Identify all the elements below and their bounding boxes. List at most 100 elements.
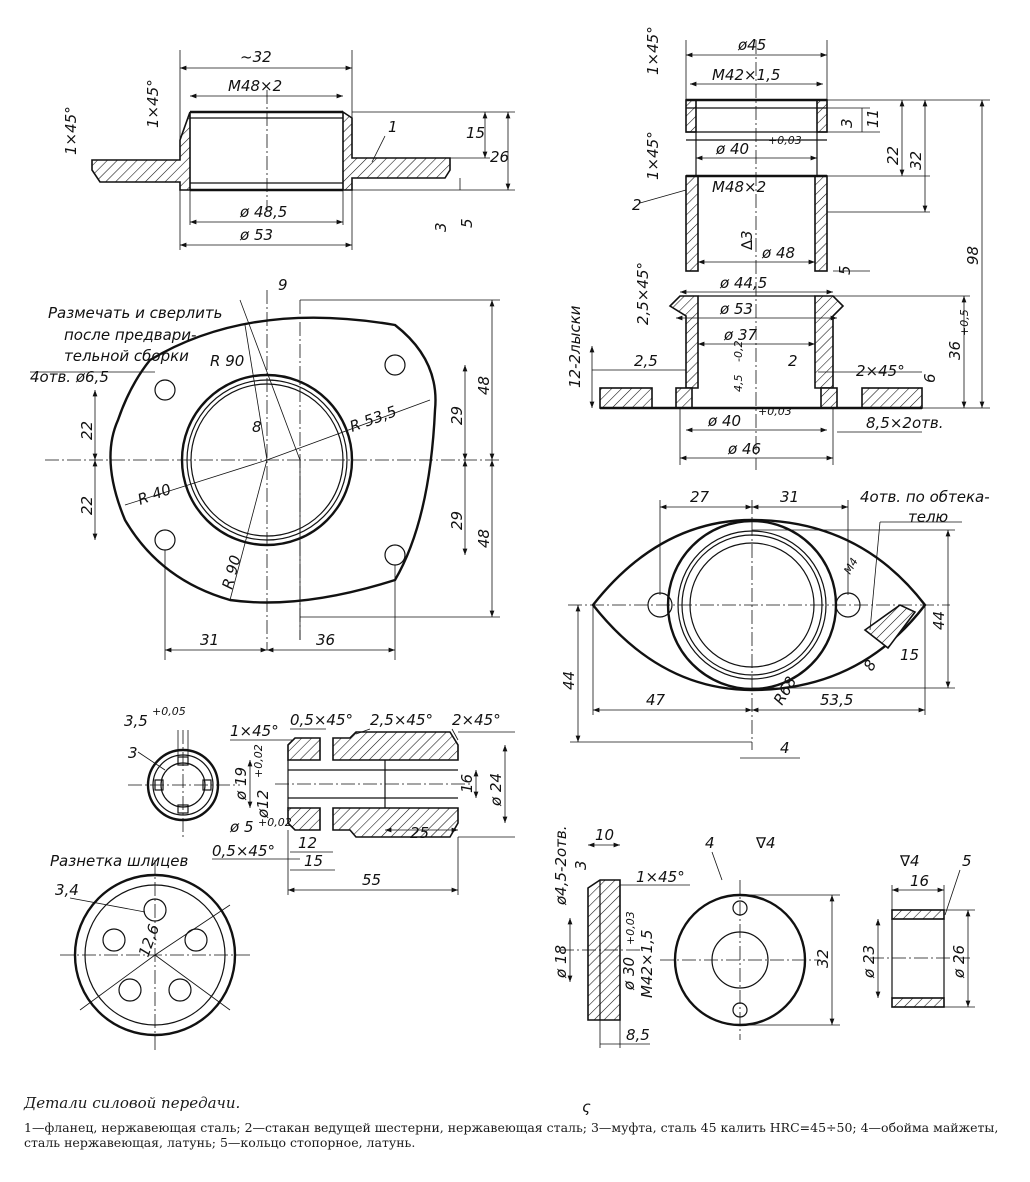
flange-dim-31: 31 xyxy=(200,631,219,649)
flange-dim-29a: 29 xyxy=(448,406,466,425)
cup-d445: ø 44,5 xyxy=(719,274,767,292)
cup-d40-tol: +0,03 xyxy=(768,134,802,147)
cup-plan-m4: M4 xyxy=(841,556,861,577)
flange-chamfer-a: 1×45° xyxy=(144,79,162,128)
cup-d53: ø 53 xyxy=(719,300,753,318)
cup-plan-dim-27: 27 xyxy=(690,488,710,506)
coupling-d16: 16 xyxy=(458,774,476,793)
cup-plan-dim-47: 47 xyxy=(646,691,666,709)
cup-plan-dim-31: 31 xyxy=(780,488,799,506)
cup-h36: 36 xyxy=(946,341,964,360)
cup-plan-note-line1: 4отв. по обтека- xyxy=(860,488,990,506)
flange-dim-9: 9 xyxy=(278,276,288,294)
ring-part-number: 5 xyxy=(962,852,972,870)
coupling-views: 3,5 +0,05 3 1×45° 0,5×45° 2,5×45° 2×45° … xyxy=(50,705,515,1050)
cup-chamfer-2: 2×45° xyxy=(856,362,905,380)
cup-d45-02: 4,5 xyxy=(732,375,745,393)
flange-dim-22a: 22 xyxy=(78,421,96,440)
cup-thread-mid: M48×2 xyxy=(712,178,766,196)
cup-d45: ø45 xyxy=(737,36,766,54)
cup-plan-dim-535: 53,5 xyxy=(820,691,853,709)
cup-d48: ø 48 xyxy=(761,244,795,262)
flange-r90-top: R 90 xyxy=(210,352,244,370)
cup-part-number: 2 xyxy=(632,196,642,214)
cup-d40b-tol: +0,03 xyxy=(758,405,792,418)
flange-dim-36: 36 xyxy=(316,631,335,649)
cuff-holes: ø4,5-2отв. xyxy=(552,825,570,906)
cuff-d18: ø 18 xyxy=(552,945,570,979)
flange-chamfer-b: 1×45° xyxy=(62,106,80,155)
cup-d40: ø 40 xyxy=(715,140,749,158)
cup-h98: 98 xyxy=(964,246,982,265)
cup-plan-note-line2: телю xyxy=(908,508,948,526)
cup-chamfer-mid: 1×45° xyxy=(644,131,662,180)
cup-plan-dim-8: 8 xyxy=(860,657,880,674)
flange-plan-view: Размечать и сверлить после предвари- тел… xyxy=(30,276,500,660)
flange-h26: 26 xyxy=(490,148,509,166)
flange-h5: 5 xyxy=(458,218,476,228)
ring-roughness: ∇4 xyxy=(899,852,920,870)
coupling-d34: 3,4 xyxy=(55,881,79,899)
cup-plan-view: 27 31 4отв. по обтека- телю M4 15 8 44 4… xyxy=(560,488,990,759)
cup-roughness: ∆3 xyxy=(738,230,756,251)
cup-section-view: 1×45° 1×45° ø45 M42×1,5 ø 40 +0,03 M48×2… xyxy=(566,26,990,470)
flange-dim-22b: 22 xyxy=(78,496,96,515)
cup-tol02: -0,2 xyxy=(732,341,745,362)
flange-h3: 3 xyxy=(432,222,450,232)
coupling-d126: 12,6 xyxy=(135,922,163,960)
figure-mark: ς xyxy=(582,1098,591,1116)
cuff-holder-views: ø4,5-2отв. 10 3 1×45° ø 18 ø 30 +0,03 M4… xyxy=(552,825,840,1048)
flange-r90-bottom: R 90 xyxy=(218,553,244,591)
flange-section-view: ~32 M48×2 1×45° 1×45° 1 15 26 3 5 ø 48,5… xyxy=(62,48,515,250)
cup-plan-r68: R68 xyxy=(770,673,800,708)
coupling-spline-note: Разнетка шлицев xyxy=(50,852,189,870)
cuff-d30-tol: +0,03 xyxy=(624,911,637,945)
flange-note-line1: Размечать и сверлить xyxy=(48,304,222,322)
cup-thread-top: M42×1,5 xyxy=(712,66,780,84)
cup-d40b: ø 40 xyxy=(707,412,741,430)
ring-d16: 16 xyxy=(910,872,929,890)
coupling-chamfer-2: 0,5×45° xyxy=(290,711,353,729)
cup-d25: 2,5 xyxy=(634,352,658,370)
caption-legend: 1—фланец, нержавеющая сталь; 2—стакан ве… xyxy=(24,1120,999,1150)
flange-r535: R 53,5 xyxy=(347,402,399,436)
flange-dim-8: 8 xyxy=(252,418,262,436)
flange-holes: 4отв. ø6,5 xyxy=(30,368,109,386)
figure-caption: Детали силовой передачи. 1—фланец, нержа… xyxy=(24,1094,1014,1150)
cuff-part-number: 4 xyxy=(705,834,715,852)
coupling-d55: 55 xyxy=(362,871,381,889)
cup-h22: 22 xyxy=(884,146,902,165)
cuff-d32: 32 xyxy=(814,949,832,968)
flange-d485: ø 48,5 xyxy=(239,203,287,221)
flange-dim-29b: 29 xyxy=(448,511,466,530)
flange-part-number: 1 xyxy=(388,118,398,136)
cup-h6: 6 xyxy=(921,373,939,383)
cup-holes: 8,5×2отв. xyxy=(866,414,944,432)
cup-chamfer-top: 1×45° xyxy=(644,26,662,75)
cup-plan-dim-4: 4 xyxy=(780,739,790,757)
coupling-d24: ø 24 xyxy=(487,773,505,807)
coupling-chamfer-5: 0,5×45° xyxy=(212,842,275,860)
coupling-chamfer-3: 2,5×45° xyxy=(370,711,433,729)
ring-d23: ø 23 xyxy=(860,945,878,979)
flange-dim-48b: 48 xyxy=(475,529,493,548)
ring-d26: ø 26 xyxy=(950,945,968,979)
coupling-part-number: 3 xyxy=(128,744,138,762)
flange-note-line2: после предвари- xyxy=(64,326,196,344)
cup-d37: ø 37 xyxy=(723,326,757,344)
coupling-d12: ø12 xyxy=(254,790,272,819)
coupling-d5: ø 5 xyxy=(229,818,254,836)
coupling-d12b: 12 xyxy=(298,834,317,852)
flange-r40: R 40 xyxy=(135,480,173,509)
coupling-d5-tol: +0,02 xyxy=(258,816,292,829)
cup-d46: ø 46 xyxy=(727,440,761,458)
coupling-chamfer-4: 2×45° xyxy=(452,711,501,729)
stop-ring-views: ∇4 5 16 ø 23 ø 26 xyxy=(860,852,975,1008)
coupling-d19: ø 19 xyxy=(232,767,250,801)
flange-dim-32: ~32 xyxy=(240,48,272,66)
coupling-chamfer-1: 1×45° xyxy=(230,722,279,740)
coupling-tol: 3,5 xyxy=(124,712,148,730)
cuff-d30: ø 30 xyxy=(620,957,638,991)
coupling-d12-tol: +0,02 xyxy=(252,744,265,778)
